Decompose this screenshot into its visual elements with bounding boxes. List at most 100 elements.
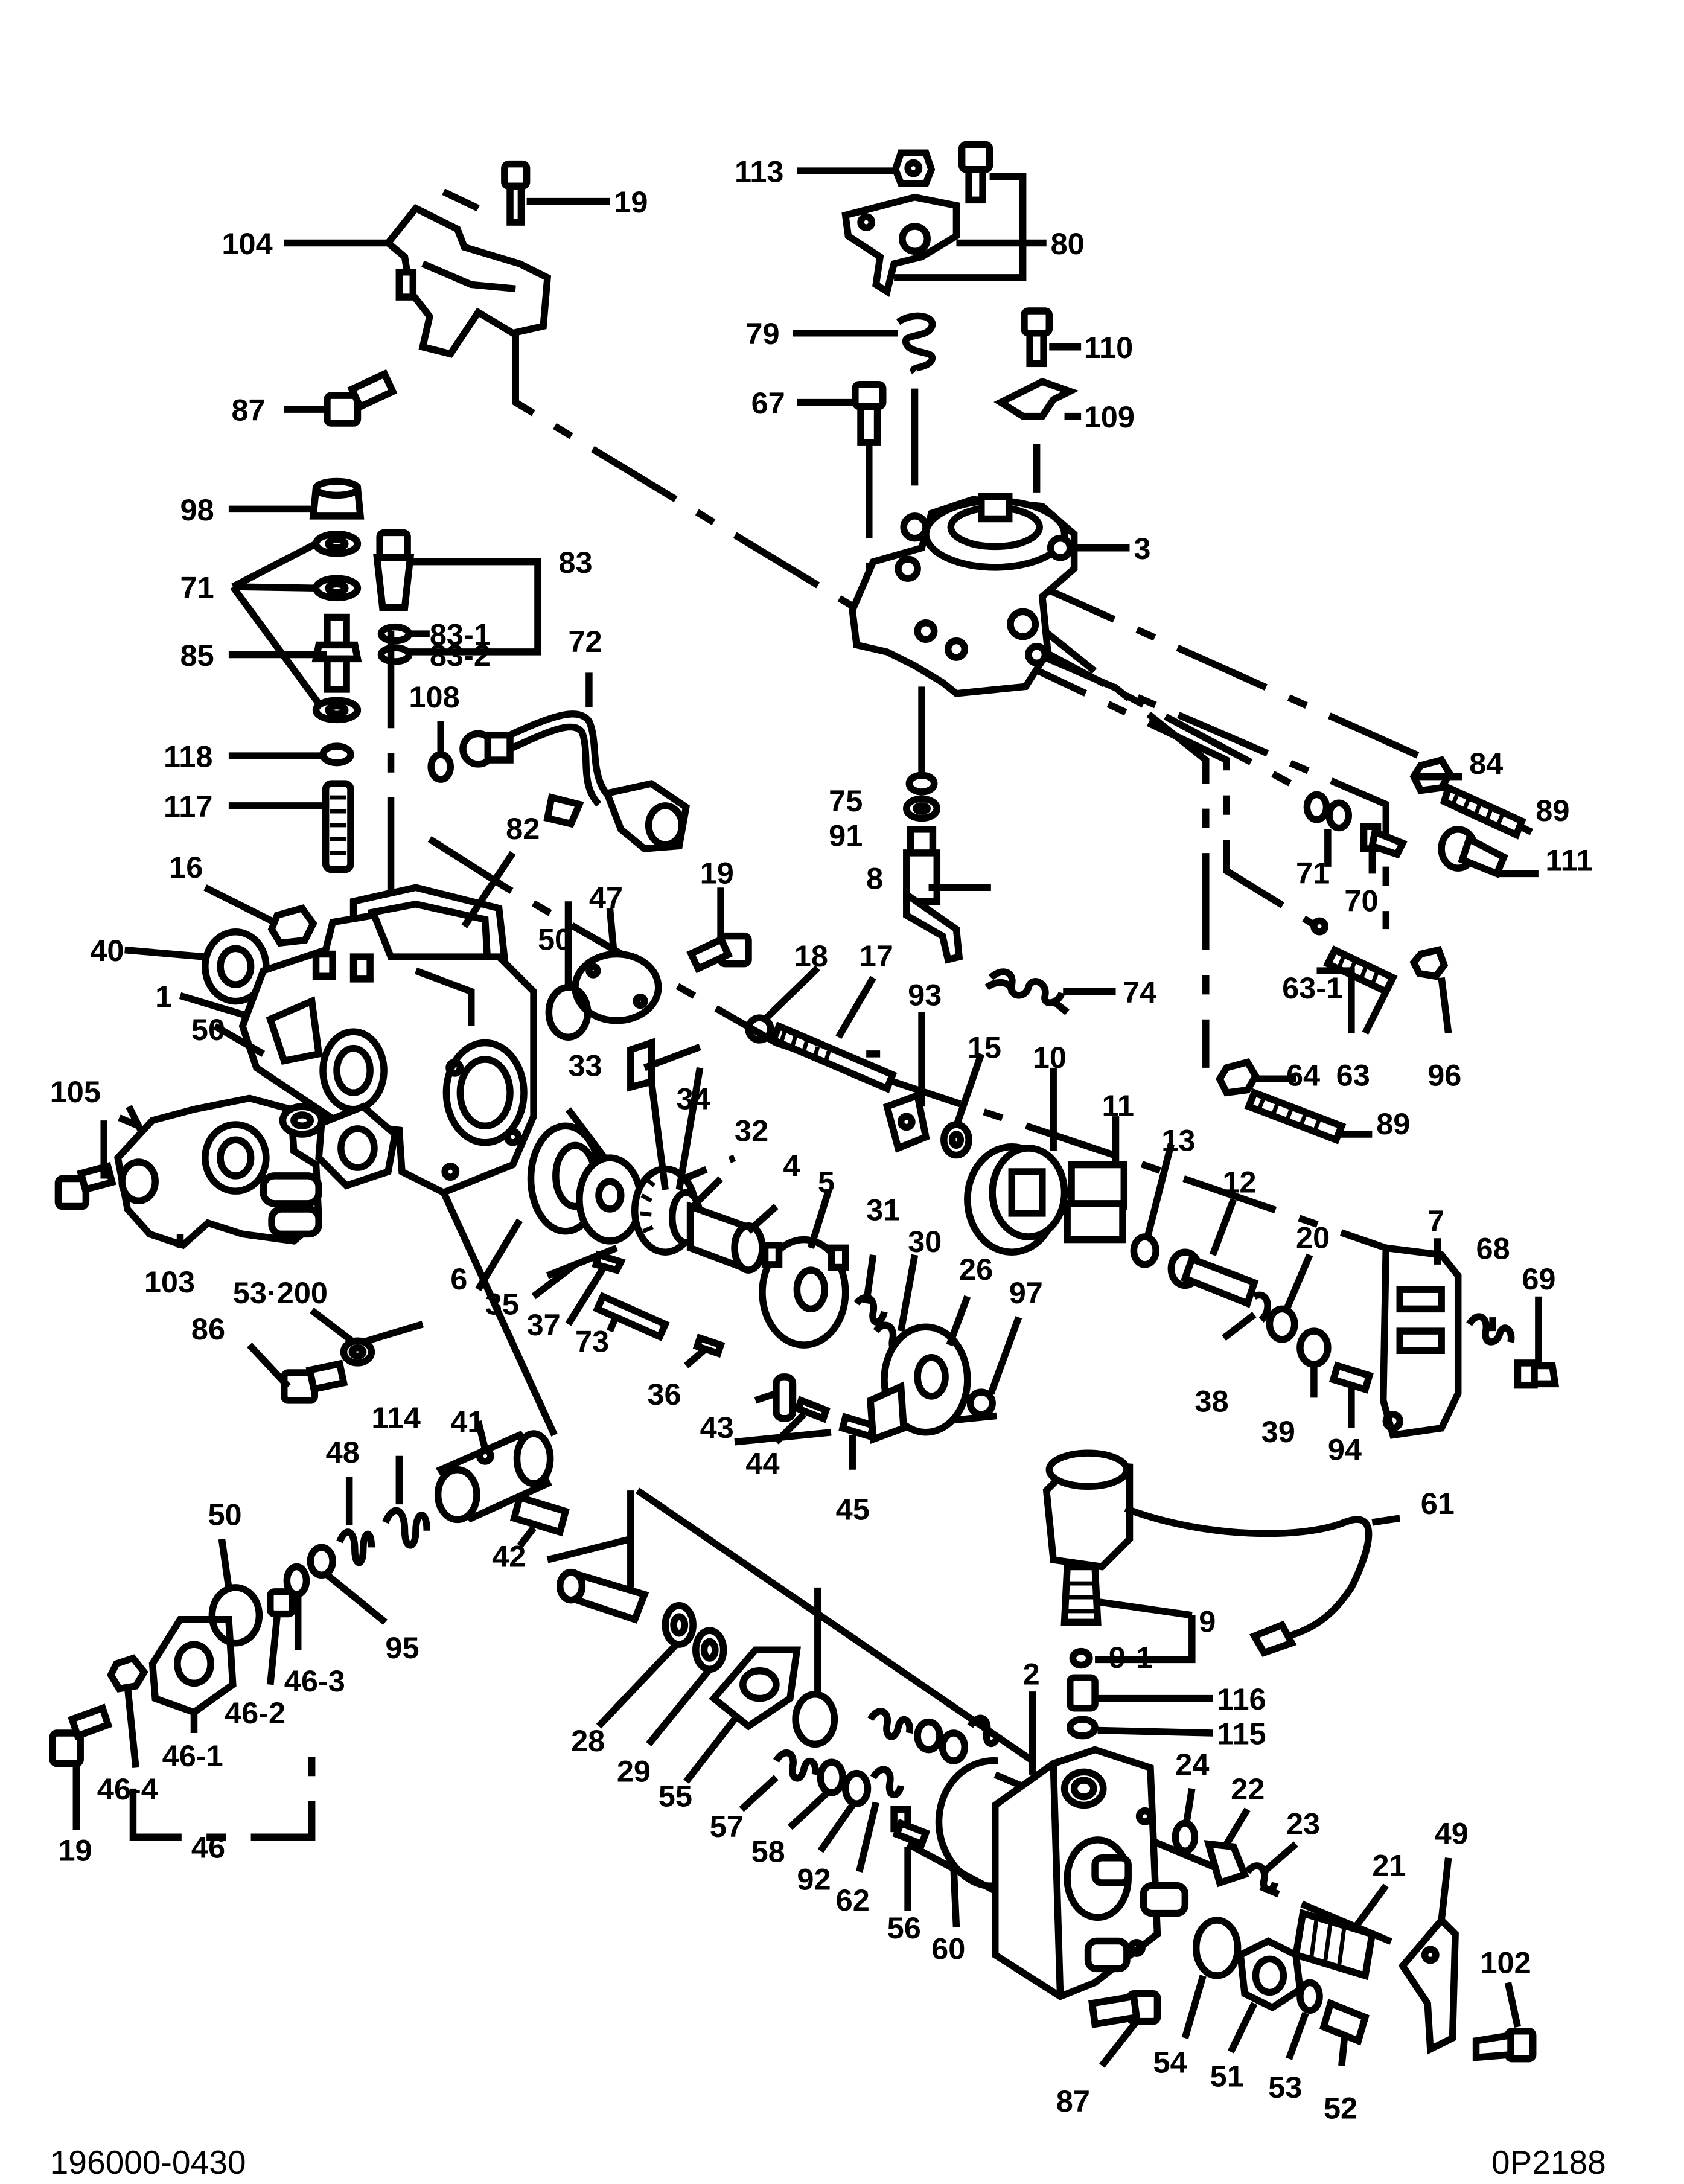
callout-82: 82 [506, 811, 540, 846]
callout-1: 1 [155, 979, 172, 1014]
bolt-86 [281, 1359, 348, 1404]
bracket-104 [383, 188, 552, 358]
hub-4 [686, 1201, 766, 1274]
holder-21 [1292, 1909, 1376, 1981]
cover-46-1 [148, 1616, 237, 1717]
callout-44: 44 [745, 1446, 779, 1481]
callout-68: 68 [1476, 1231, 1510, 1266]
callout-46-1: 46-1 [162, 1739, 223, 1773]
washer-92 [842, 1769, 872, 1807]
callout-19-left: 19 [58, 1833, 92, 1867]
callout-70: 70 [1344, 883, 1378, 918]
roller-ring-10 [964, 1143, 1068, 1256]
callout-19-top: 19 [614, 185, 648, 219]
callout-89-upper: 89 [1536, 793, 1569, 828]
oring-46-3 [283, 1563, 310, 1598]
clip-38 [1252, 1291, 1271, 1323]
leader-lines [72, 167, 1542, 2068]
callout-12: 12 [1222, 1164, 1256, 1199]
spring-62 [870, 1766, 905, 1798]
callout-46-3: 46-3 [284, 1664, 345, 1698]
callout-31: 31 [866, 1192, 900, 1227]
callout-54: 54 [1153, 2045, 1187, 2080]
plate-55 [709, 1646, 801, 1731]
callout-71-left: 71 [180, 570, 214, 604]
pump-body-1 [238, 911, 537, 1196]
oring-9-1 [1069, 1647, 1093, 1669]
drawing-number: 196000-0430 [50, 2144, 246, 2181]
callout-58: 58 [751, 1834, 785, 1869]
valve-22 [1204, 1840, 1249, 1888]
callout-87-bottom: 87 [1056, 2084, 1090, 2118]
callout-11: 11 [1102, 1088, 1134, 1123]
oring-108 [427, 751, 454, 783]
bolt-19-mid [686, 932, 752, 974]
callout-71-right: 71 [1296, 855, 1330, 890]
callout-84: 84 [1469, 746, 1503, 781]
callout-labels: 19 104 87 113 80 79 110 67 109 3 98 71 8… [50, 154, 1606, 2181]
callout-30: 30 [908, 1224, 942, 1259]
pin-42 [509, 1493, 570, 1537]
callout-108: 108 [409, 680, 459, 714]
spring-23 [1245, 1862, 1279, 1894]
callout-6: 6 [450, 1262, 467, 1296]
callout-37: 37 [527, 1308, 561, 1342]
callout-26: 26 [959, 1252, 993, 1286]
governor-housing-3 [849, 493, 1078, 697]
callout-73: 73 [575, 1324, 609, 1359]
callout-49: 49 [1435, 1816, 1469, 1851]
pin-43 [773, 1373, 797, 1422]
callout-116: 116 [1217, 1682, 1266, 1716]
washer-53-200 [340, 1337, 375, 1367]
washer-24 [1172, 1819, 1199, 1854]
callout-83-2: 83-2 [430, 638, 491, 672]
callout-80: 80 [1051, 226, 1085, 261]
key-36 [692, 1333, 726, 1358]
callout-64: 64 [1286, 1058, 1320, 1093]
callout-94: 94 [1328, 1432, 1362, 1467]
callout-46-2: 46-2 [225, 1696, 285, 1730]
callout-50-b: 50 [538, 922, 572, 957]
gasket-left-50 [315, 1102, 399, 1190]
callout-43: 43 [700, 1410, 734, 1445]
washer-53 [1296, 1979, 1323, 2014]
callout-42: 42 [492, 1539, 526, 1573]
bolt-89-upper [1440, 783, 1526, 840]
callout-98: 98 [180, 493, 214, 527]
bracket-109 [993, 377, 1079, 420]
solenoid-61 [1042, 1449, 1373, 1657]
callout-74: 74 [1123, 975, 1156, 1009]
advance-assembly-103 [114, 1094, 325, 1250]
callout-3: 3 [1134, 531, 1150, 566]
callout-89-lower: 89 [1376, 1106, 1410, 1141]
washer-15 [940, 1121, 972, 1159]
nut-113 [891, 149, 936, 187]
ball-97 [966, 1388, 996, 1418]
spring-57 [773, 1749, 819, 1782]
callout-48: 48 [326, 1435, 360, 1469]
bolt-52 [1319, 1999, 1370, 2046]
callout-47: 47 [589, 881, 623, 915]
callout-20: 20 [1296, 1220, 1330, 1254]
callout-83-1: 83-1 [430, 617, 491, 651]
valve-83 [373, 529, 415, 611]
bracket-7 [1379, 1244, 1462, 1439]
callout-21: 21 [1372, 1848, 1406, 1883]
ring-60 [935, 1757, 998, 1889]
callout-57: 57 [710, 1809, 744, 1844]
cam-plate-5 [759, 1236, 849, 1349]
callout-46: 46 [191, 1830, 225, 1865]
orings-83 [377, 623, 413, 665]
callout-13: 13 [1161, 1123, 1195, 1158]
washer-29 [692, 1627, 727, 1673]
callout-45: 45 [836, 1492, 870, 1526]
callout-33: 33 [568, 1049, 602, 1083]
callout-109: 109 [1084, 400, 1135, 434]
callout-23: 23 [1286, 1807, 1320, 1841]
bolt-80-top [958, 141, 993, 204]
bolt-87-top [324, 369, 398, 427]
washer-71-2 [312, 575, 362, 602]
spring-48 [336, 1528, 375, 1566]
callout-53: 53 [1268, 2070, 1302, 2104]
